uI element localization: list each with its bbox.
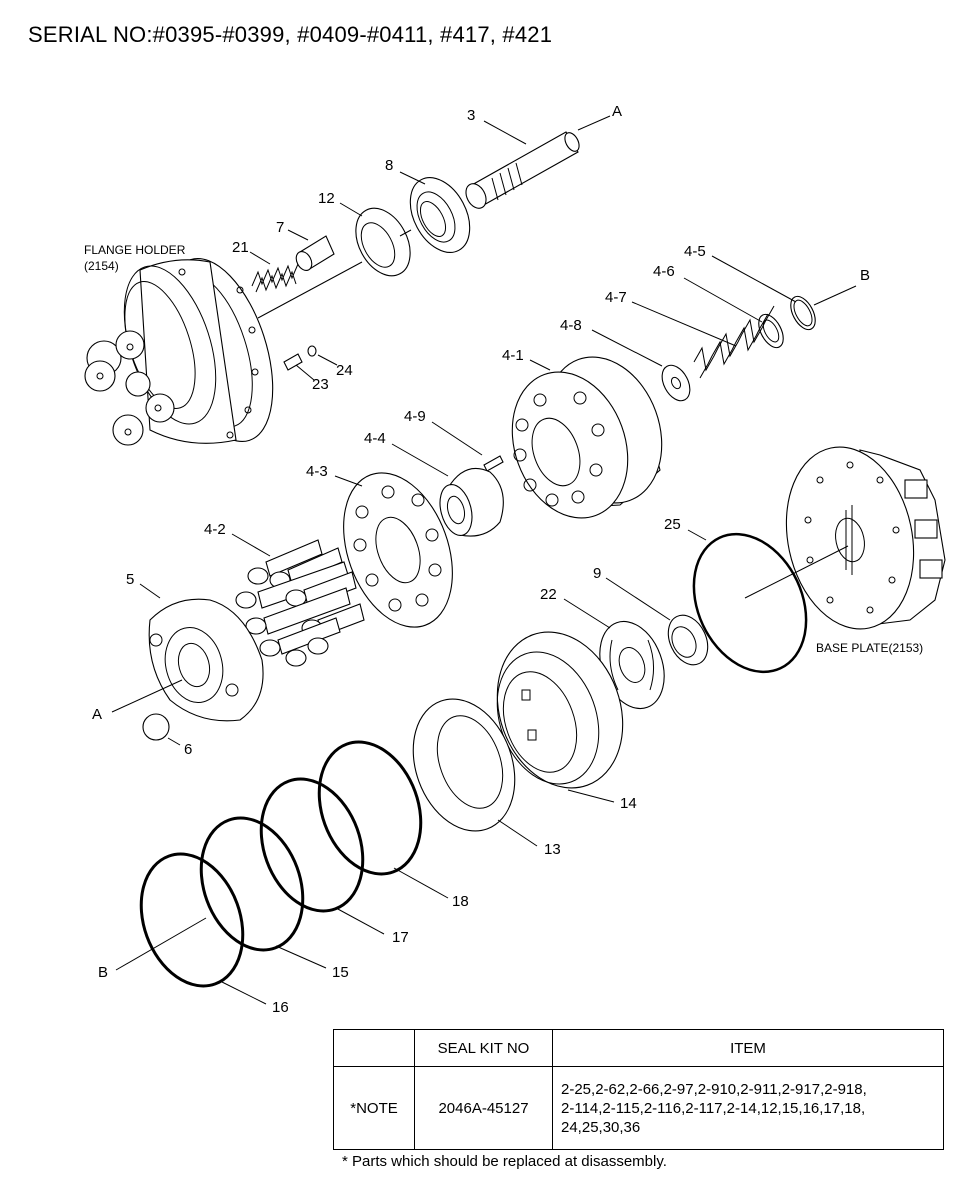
retainer-plate-part-4-3 [343, 472, 453, 628]
plate-part-13 [412, 698, 516, 832]
shaft-part-3 [465, 131, 580, 209]
base-plate-part [785, 446, 946, 630]
callout-21: 21 [232, 239, 249, 256]
callout-12: 12 [318, 190, 335, 207]
callout-18: 18 [452, 893, 469, 910]
callout-14: 14 [620, 795, 637, 812]
flange-holder-label-line1: FLANGE HOLDER [84, 243, 186, 257]
flange-holder-label-line2: (2154) [84, 259, 119, 273]
o-ring-part-18 [317, 740, 423, 876]
items-line-2: 2-114,2-115,2-116,2-117,2-14,12,15,16,17… [561, 1099, 866, 1117]
callout-6: 6 [184, 741, 192, 758]
callout-23: 23 [312, 376, 329, 393]
callout-9: 9 [593, 565, 601, 582]
table-row: *NOTE 2046A-45127 2-25,2-62,2-66,2-97,2-… [333, 1066, 944, 1150]
bearing-part-9 [667, 614, 709, 666]
footnote: * Parts which should be replaced at disa… [342, 1153, 667, 1170]
o-ring-part-15 [199, 816, 305, 952]
table-header-item: ITEM [552, 1029, 944, 1067]
table-cell-kit-no: 2046A-45127 [414, 1066, 553, 1150]
swash-plate-part-5 [148, 598, 264, 722]
o-ring-part-25 [692, 532, 808, 674]
callout-15: 15 [332, 964, 349, 981]
callout-17: 17 [392, 929, 409, 946]
items-line-3: 24,25,30,36 [561, 1118, 641, 1136]
callout-A-bottom: A [92, 706, 102, 723]
seal-part-12 [355, 207, 411, 277]
callout-16: 16 [272, 999, 289, 1016]
callout-4-5: 4-5 [684, 243, 706, 260]
bearing-part-8 [409, 177, 471, 253]
items-line-1: 2-25,2-62,2-66,2-97,2-910,2-911,2-917,2-… [561, 1080, 867, 1098]
callout-13: 13 [544, 841, 561, 858]
spring-part-21 [251, 263, 299, 293]
callout-4-1: 4-1 [502, 347, 524, 364]
spring-part-4-7 [693, 305, 775, 379]
table-header-blank [333, 1029, 415, 1067]
callout-5: 5 [126, 571, 134, 588]
base-plate-label: BASE PLATE(2153) [816, 641, 923, 655]
snap-ring-part-4-5 [790, 295, 816, 331]
spherical-bush-part-4-4 [439, 467, 504, 537]
callout-A-top: A [612, 103, 622, 120]
table-header-seal-kit-no: SEAL KIT NO [414, 1029, 553, 1067]
callout-3: 3 [467, 107, 475, 124]
pin-part-4-9 [483, 455, 504, 472]
callout-24: 24 [336, 362, 353, 379]
callout-4-3: 4-3 [306, 463, 328, 480]
callout-25: 25 [664, 516, 681, 533]
callout-7: 7 [276, 219, 284, 236]
plug-part-23 [283, 353, 303, 371]
leader-lines [111, 115, 857, 1005]
spring-seat-part-4-8 [661, 364, 691, 402]
callout-4-2: 4-2 [204, 521, 226, 538]
callout-4-6: 4-6 [653, 263, 675, 280]
callout-8: 8 [385, 157, 393, 174]
callout-4-9: 4-9 [404, 408, 426, 425]
callout-22: 22 [540, 586, 557, 603]
piston-assembly-part-4-2 [235, 539, 365, 667]
callout-B-top: B [860, 267, 870, 284]
o-ring-part-16 [139, 852, 245, 988]
pin-part-7 [295, 235, 335, 271]
callout-B-bottom: B [98, 964, 108, 981]
callout-4-8: 4-8 [560, 317, 582, 334]
table-cell-note: *NOTE [333, 1066, 415, 1150]
o-ring-part-24 [307, 345, 317, 357]
serial-number-title: SERIAL NO:#0395-#0399, #0409-#0411, #417… [28, 22, 553, 47]
callout-4-4: 4-4 [364, 430, 386, 447]
callout-4-7: 4-7 [605, 289, 627, 306]
ball-part-6 [142, 713, 170, 741]
o-ring-part-17 [259, 777, 365, 913]
table-cell-items: 2-25,2-62,2-66,2-97,2-910,2-911,2-917,2-… [552, 1066, 944, 1150]
seal-kit-table: SEAL KIT NO ITEM *NOTE 2046A-45127 2-25,… [333, 1029, 944, 1150]
cylinder-block-part-4-1 [511, 356, 663, 519]
flange-holder-part [84, 257, 274, 446]
table-header-row: SEAL KIT NO ITEM [333, 1029, 944, 1067]
